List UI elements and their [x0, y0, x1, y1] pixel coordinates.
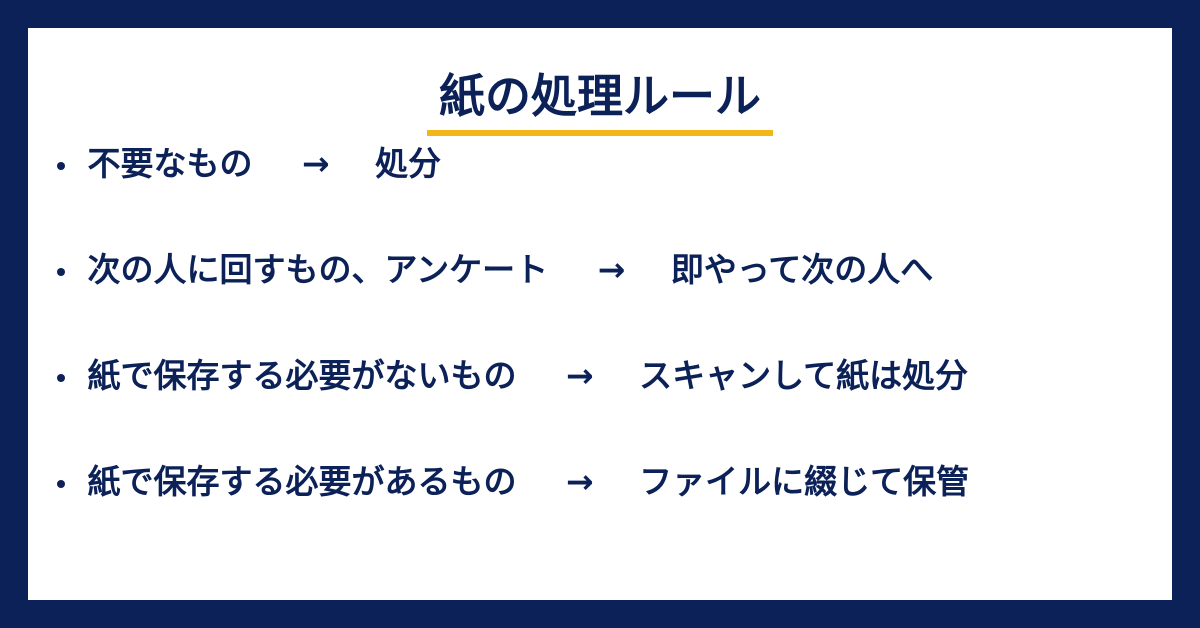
rule-item: 紙で保存する必要がないもの → スキャンして紙は処分 [46, 348, 969, 404]
rule-condition: 紙で保存する必要がないもの [87, 356, 517, 395]
content-panel: 紙の処理ルール 不要なもの → 処分 次の人に回すもの、アンケート → 即やって… [28, 28, 1172, 600]
arrow-icon: → [566, 462, 594, 501]
rule-item: 次の人に回すもの、アンケート → 即やって次の人へ [46, 242, 969, 298]
rule-condition: 紙で保存する必要があるもの [87, 462, 517, 501]
title-area: 紙の処理ルール [28, 68, 1172, 136]
title-underline [427, 130, 773, 136]
rule-action: 即やって次の人へ [670, 250, 934, 289]
page-title: 紙の処理ルール [427, 68, 773, 136]
rule-action: 処分 [375, 144, 442, 183]
bullet-icon [46, 136, 76, 192]
arrow-icon: → [566, 356, 594, 395]
arrow-icon: → [597, 250, 626, 289]
rule-condition: 次の人に回すもの、アンケート [87, 250, 549, 289]
page-title-text: 紙の処理ルール [439, 69, 761, 123]
rule-action: ファイルに綴じて保管 [639, 462, 970, 501]
rule-action: スキャンして紙は処分 [639, 356, 969, 395]
arrow-icon: → [302, 144, 330, 183]
bullet-icon [46, 348, 76, 404]
rule-list: 不要なもの → 処分 次の人に回すもの、アンケート → 即やって次の人へ 紙で保… [46, 136, 970, 560]
bullet-icon [46, 242, 76, 298]
rule-item: 紙で保存する必要があるもの → ファイルに綴じて保管 [46, 454, 970, 510]
rule-item: 不要なもの → 処分 [46, 136, 969, 192]
rule-condition: 不要なもの [87, 144, 253, 183]
bullet-icon [46, 454, 76, 510]
